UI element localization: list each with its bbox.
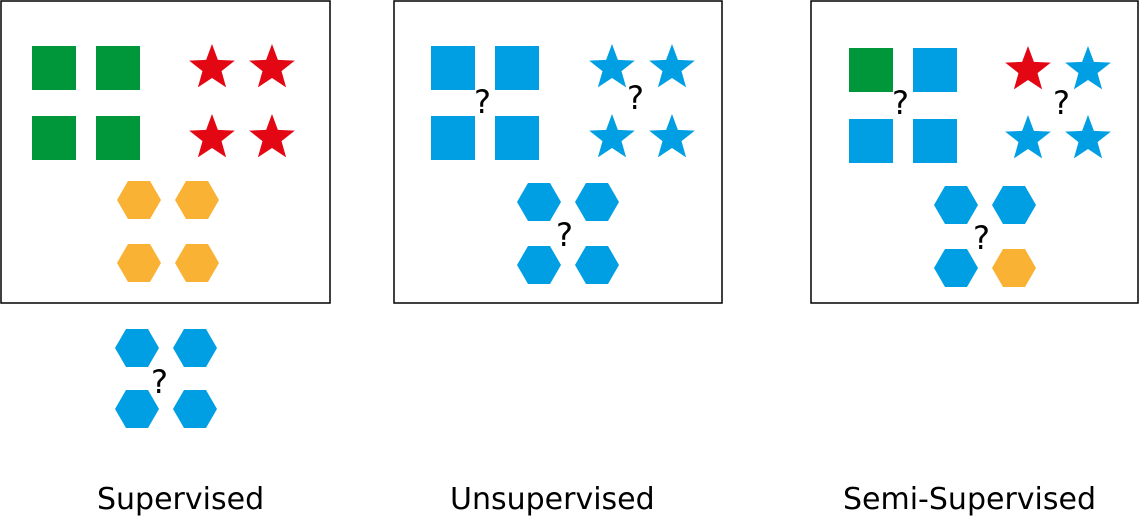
unsupervised-star-group: ? xyxy=(589,44,695,158)
hexagon-blue xyxy=(173,389,217,429)
star-red xyxy=(189,114,235,158)
semi-supervised-square-group: ? xyxy=(849,48,957,163)
semi-supervised-star-group: ? xyxy=(1005,46,1111,159)
hexagon-blue xyxy=(934,185,978,225)
question-mark: ? xyxy=(973,219,990,257)
unsupervised-caption: Unsupervised xyxy=(450,482,655,517)
hexagon-orange xyxy=(175,180,219,220)
hexagon-blue xyxy=(173,328,217,368)
hexagon-orange xyxy=(117,180,161,220)
hexagon-blue xyxy=(115,328,159,368)
hexagon-blue xyxy=(575,182,619,222)
hexagon-blue xyxy=(934,248,978,288)
hexagon-orange xyxy=(117,243,161,283)
star-red xyxy=(249,114,295,158)
question-mark: ? xyxy=(627,79,644,117)
star-red xyxy=(249,44,295,88)
question-mark: ? xyxy=(1053,84,1070,122)
unsupervised-panel: ? ? ? xyxy=(393,0,723,304)
star-red xyxy=(189,44,235,88)
hexagon-orange xyxy=(175,243,219,283)
star-blue xyxy=(649,114,695,158)
unsupervised-hexagon-group: ? xyxy=(517,182,619,285)
hexagon-orange xyxy=(992,248,1036,288)
star-blue xyxy=(589,44,635,88)
supervised-unlabeled-group: ? xyxy=(115,328,217,429)
square-green xyxy=(849,48,893,92)
semi-supervised-panel: ? ? ? xyxy=(810,0,1139,304)
square-green xyxy=(32,46,76,90)
question-mark: ? xyxy=(151,363,168,401)
square-green xyxy=(96,46,140,90)
question-mark: ? xyxy=(892,84,909,122)
square-blue xyxy=(431,116,475,160)
question-mark: ? xyxy=(556,216,573,254)
star-blue xyxy=(1065,115,1111,159)
unsupervised-square-group: ? xyxy=(431,46,539,160)
hexagon-blue xyxy=(992,185,1036,225)
square-blue xyxy=(495,46,539,90)
star-blue xyxy=(1065,46,1111,90)
hexagon-blue xyxy=(517,245,561,285)
star-blue xyxy=(589,114,635,158)
square-green xyxy=(32,116,76,160)
square-blue xyxy=(913,119,957,163)
supervised-star-group xyxy=(189,44,295,158)
hexagon-blue xyxy=(517,182,561,222)
square-blue xyxy=(913,48,957,92)
hexagon-blue xyxy=(575,245,619,285)
star-blue xyxy=(1005,115,1051,159)
supervised-panel: ? xyxy=(0,0,331,429)
question-mark: ? xyxy=(474,83,491,121)
supervised-square-group xyxy=(32,46,140,160)
semi-supervised-hexagon-group: ? xyxy=(934,185,1036,288)
star-red xyxy=(1005,46,1051,90)
square-blue xyxy=(849,119,893,163)
square-green xyxy=(96,116,140,160)
supervised-hexagon-group xyxy=(117,180,219,283)
hexagon-blue xyxy=(115,389,159,429)
square-blue xyxy=(495,116,539,160)
star-blue xyxy=(649,44,695,88)
square-blue xyxy=(431,46,475,90)
semi-supervised-caption: Semi-Supervised xyxy=(843,482,1096,517)
supervised-caption: Supervised xyxy=(97,482,265,517)
